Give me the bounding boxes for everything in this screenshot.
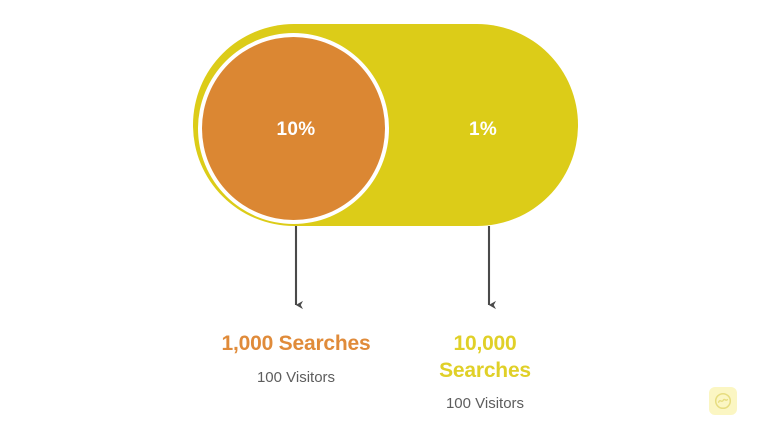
circle-wave-icon bbox=[714, 392, 732, 410]
callout-left-title: 1,000 Searches bbox=[221, 332, 371, 355]
inner-circle-percent-label: 10% bbox=[276, 119, 316, 140]
callout-right-subtitle: 100 Visitors bbox=[445, 394, 525, 412]
callout-left-subtitle: 100 Visitors bbox=[256, 368, 336, 386]
callout-left: 1,000 Searches 100 Visitors bbox=[186, 331, 406, 387]
callout-right: 10,000 Searches 100 Visitors bbox=[405, 331, 565, 413]
watermark-badge bbox=[709, 387, 737, 415]
outer-pill-percent-label: 1% bbox=[468, 119, 498, 140]
callout-right-title: 10,000 Searches bbox=[439, 332, 531, 382]
inner-circle-shape bbox=[202, 37, 385, 220]
